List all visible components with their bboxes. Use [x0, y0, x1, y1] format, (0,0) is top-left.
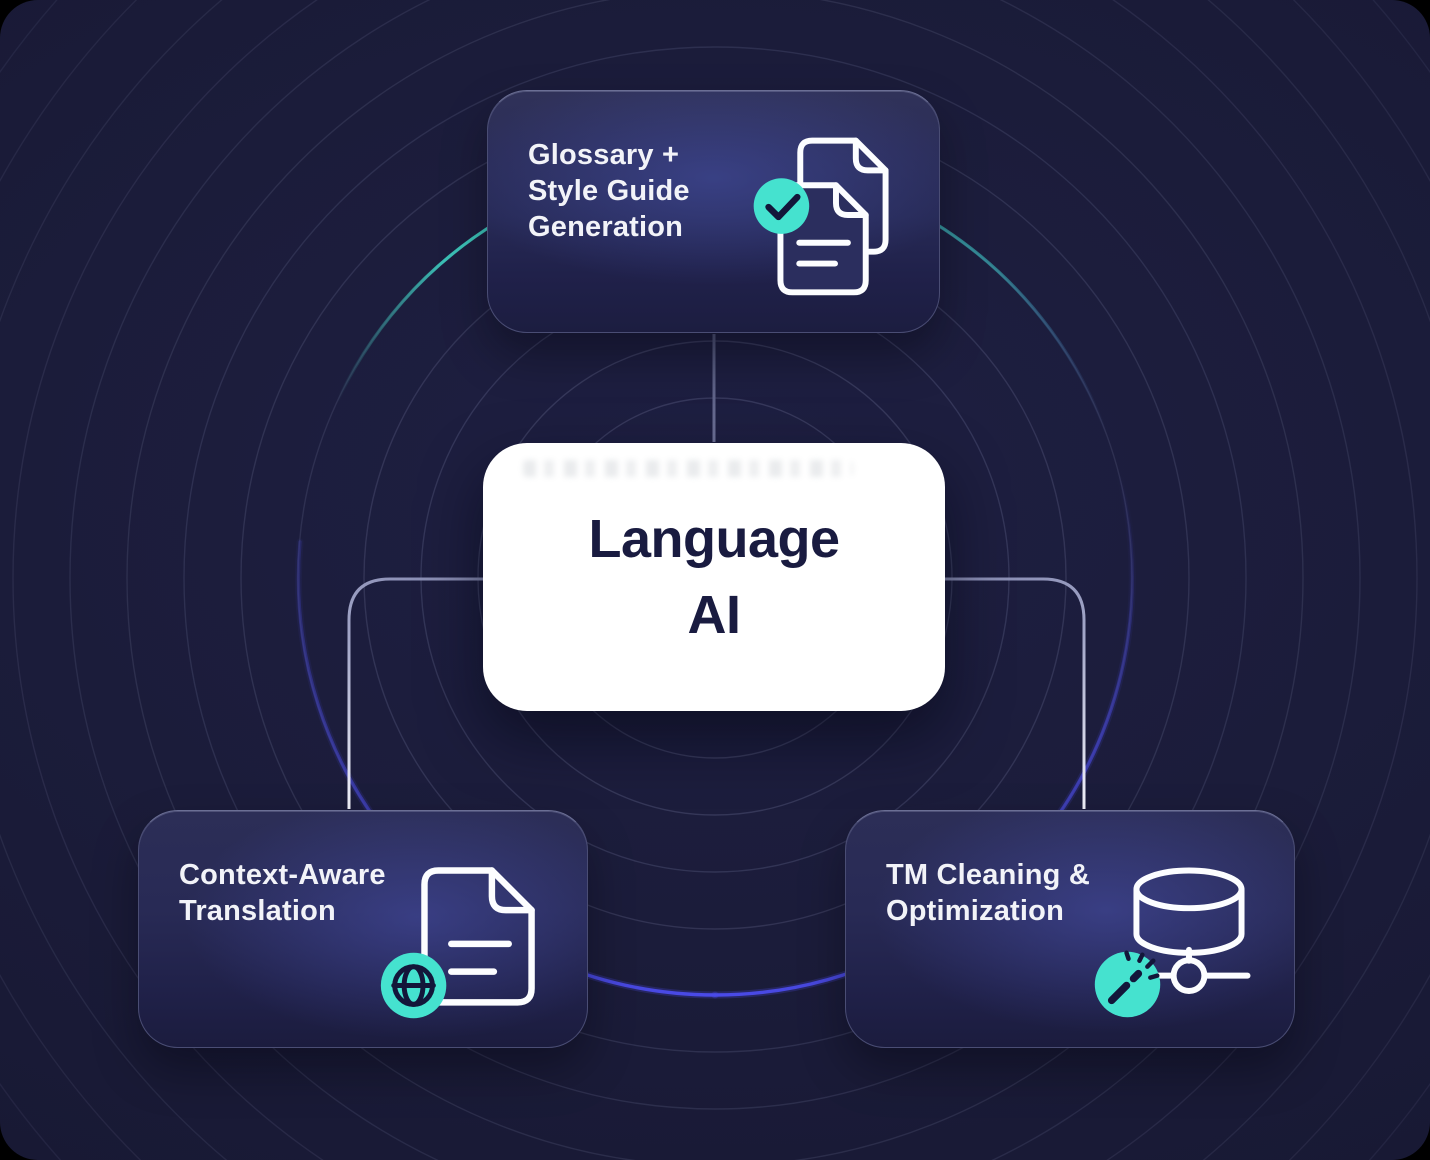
connector-left: [347, 577, 484, 809]
card-glossary-title-line3: Generation: [528, 211, 684, 243]
card-context-title: Context-Aware Translation: [179, 857, 386, 929]
card-context-aware-translation: Context-Aware Translation: [138, 810, 588, 1048]
card-tm-title: TM Cleaning & Optimization: [886, 857, 1090, 929]
card-tm-title-line2: Optimization: [886, 895, 1065, 927]
card-context-title-line1: Context-Aware: [179, 859, 386, 891]
wand-badge-icon: [1094, 950, 1161, 1018]
card-glossary-style-guide: Glossary + Style Guide Generation: [487, 90, 940, 333]
card-glossary-title-line2: Style Guide: [528, 175, 690, 207]
center-title: Language AI: [588, 501, 840, 653]
card-tm-cleaning-optimization: TM Cleaning & Optimization: [845, 810, 1295, 1048]
connector-right: [944, 577, 1086, 809]
language-ai-node: Language AI: [483, 443, 945, 711]
center-title-line2: AI: [687, 585, 742, 645]
blurred-text-smudge: [523, 460, 853, 477]
card-tm-title-line1: TM Cleaning &: [886, 859, 1090, 891]
card-glossary-title-line1: Glossary +: [528, 139, 680, 171]
card-glossary-title: Glossary + Style Guide Generation: [528, 137, 690, 245]
document-globe-icon: [380, 867, 535, 1019]
database-wand-icon: [1094, 867, 1251, 1018]
globe-badge-icon: [380, 952, 447, 1019]
center-title-line1: Language: [588, 509, 840, 569]
card-context-title-line2: Translation: [179, 895, 336, 927]
check-badge-icon: [753, 178, 810, 234]
